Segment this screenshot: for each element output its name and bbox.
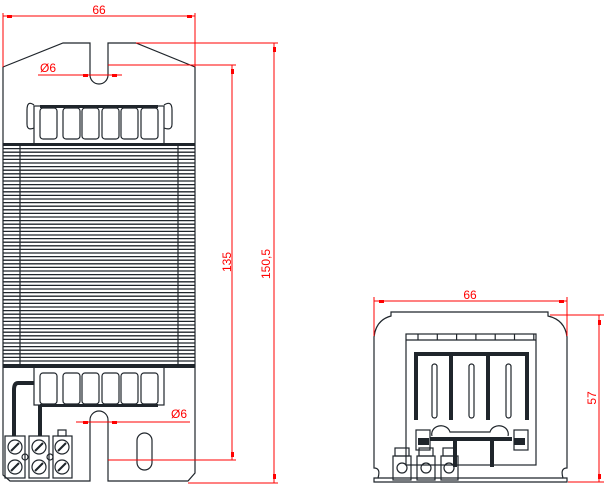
side-height-label: 57 <box>585 391 599 405</box>
bottom-bobbin <box>33 366 165 407</box>
bobbin-fin <box>120 107 139 140</box>
top-bobbin <box>26 102 173 146</box>
top-hole-diameter-label: Ø6 <box>40 61 56 75</box>
front-view <box>2 42 196 482</box>
terminal-block <box>4 429 73 479</box>
terminal-screw <box>54 459 70 475</box>
bobbin-fin <box>101 107 120 140</box>
front-dimensions: 66 Ø6 Ø6 135 150,5 <box>2 3 278 484</box>
side-dimensions: 66 57 <box>373 288 604 483</box>
mounting-slot <box>136 432 153 471</box>
overall-height-label: 150,5 <box>259 249 273 279</box>
side-body-outline <box>373 311 568 483</box>
terminal-screw <box>31 459 47 475</box>
bobbin-fin <box>62 372 81 405</box>
bottom-hole-diameter-label: Ø6 <box>171 407 187 421</box>
terminal-screw <box>7 459 23 475</box>
lamination-stack <box>3 143 195 368</box>
terminal-screw <box>7 439 23 455</box>
terminal-screw <box>31 439 47 455</box>
bobbin-fin <box>140 107 159 140</box>
bobbin-fin <box>81 372 100 405</box>
bobbin-fin <box>62 107 81 140</box>
bobbin-fin <box>81 107 100 140</box>
bobbin-fin <box>39 107 58 140</box>
side-view <box>373 311 568 483</box>
bobbin-fin <box>140 372 159 405</box>
terminal-screw <box>54 439 70 455</box>
bobbin-fin <box>39 372 58 405</box>
side-terminals <box>392 447 459 481</box>
hole-spacing-label: 135 <box>220 252 234 272</box>
front-width-label: 66 <box>92 3 106 17</box>
coil-winding <box>414 352 529 420</box>
bobbin-fin <box>120 372 139 405</box>
front-body-outline <box>2 42 196 482</box>
bobbin-fin <box>101 372 120 405</box>
side-width-label: 66 <box>463 288 477 302</box>
